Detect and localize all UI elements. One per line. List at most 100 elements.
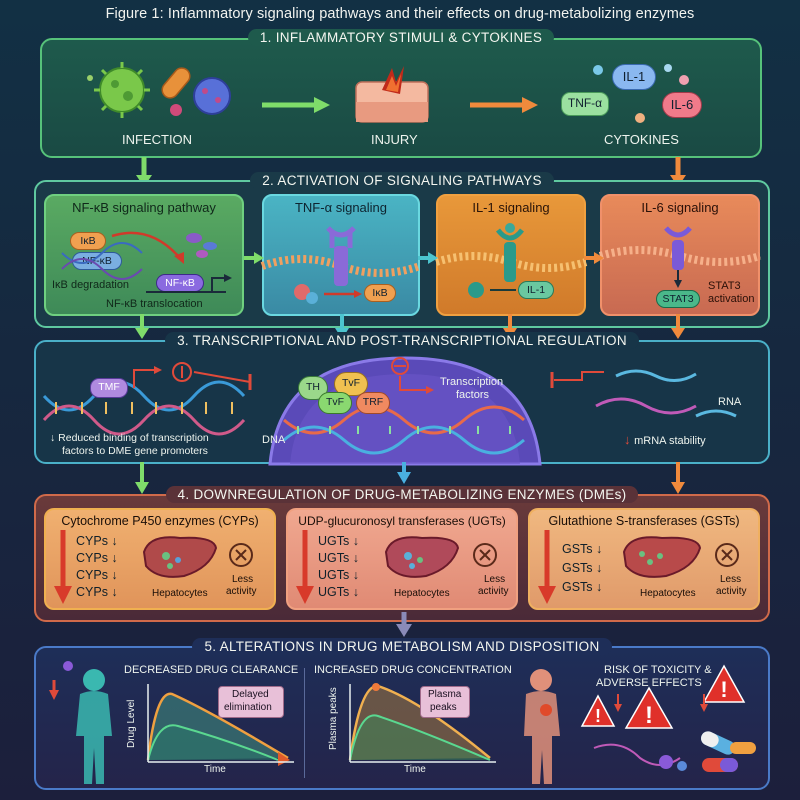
inhibition-icon bbox=[133, 362, 252, 390]
less-activity-line2: activity bbox=[716, 586, 747, 597]
cyp-row: CYPs ↓ bbox=[76, 585, 118, 599]
cancel-circle-icon bbox=[715, 543, 739, 567]
inhibition-icon bbox=[391, 357, 434, 394]
cancel-circle-icon bbox=[473, 543, 497, 567]
cytokines-label: CYTOKINES bbox=[604, 132, 679, 147]
plasma-peaks-box bbox=[420, 686, 470, 718]
liver-icon bbox=[142, 536, 218, 578]
il6-panel-title: IL-6 signaling bbox=[641, 200, 719, 215]
arrow-down-icon bbox=[671, 462, 685, 494]
transcription-factors-line1: Transcription bbox=[440, 376, 504, 388]
less-activity-line1: Less bbox=[232, 574, 254, 585]
figure-title: Figure 1: Inflammatory signaling pathway… bbox=[105, 6, 695, 22]
ugt-row: UGTs ↓ bbox=[318, 585, 359, 599]
liver-icon bbox=[622, 536, 702, 578]
cytokine-il1: IL-1 bbox=[612, 64, 656, 90]
cyp-panel-title: Cytochrome P450 enzymes (CYPs) bbox=[61, 514, 259, 528]
tnf-ikb-pill: IκB bbox=[364, 284, 396, 302]
nfkb-translocation-label: NF-κB translocation bbox=[106, 298, 203, 310]
receptor-icon bbox=[434, 223, 588, 298]
less-activity-line1: Less bbox=[484, 574, 506, 585]
arrow-down-icon bbox=[135, 314, 149, 339]
stat3-pill: STAT3 bbox=[656, 290, 700, 308]
receptor-icon bbox=[598, 226, 762, 288]
delayed-elimination-box bbox=[218, 686, 284, 718]
decreased-clearance-label: DECREASED DRUG CLEARANCE bbox=[124, 664, 299, 676]
dna-helix-icon bbox=[61, 242, 143, 280]
stat3-activation-line1: STAT3 bbox=[708, 280, 741, 292]
injury-skin-icon bbox=[355, 66, 429, 123]
plasma-axis-label: Plasma peaks bbox=[328, 687, 339, 750]
cytokine-dots-icon bbox=[593, 64, 689, 123]
big-down-arrow-icon bbox=[54, 530, 72, 604]
arrow-down-icon bbox=[135, 462, 149, 494]
warning-icon: ! bbox=[580, 694, 616, 727]
down-arrows-icon bbox=[614, 694, 708, 712]
rna-label: RNA bbox=[718, 396, 742, 408]
dna-label: DNA bbox=[262, 434, 286, 446]
tnf-panel-title: TNF-α signaling bbox=[294, 200, 388, 215]
tmf-pill: TMF bbox=[90, 378, 128, 398]
less-activity-line2: activity bbox=[226, 586, 257, 597]
time-axis-label-1: Time bbox=[204, 764, 226, 775]
time-axis-label-2: Time bbox=[404, 764, 426, 775]
cyp-row: CYPs ↓ bbox=[76, 551, 118, 565]
gst-row: GSTs ↓ bbox=[562, 580, 603, 594]
hepatocytes-label: Hepatocytes bbox=[152, 588, 208, 599]
dna-helix-icon bbox=[42, 380, 246, 436]
receptor-icon bbox=[260, 226, 422, 304]
pills-icon bbox=[593, 731, 756, 772]
ikb-pill: IκB bbox=[70, 232, 106, 250]
svg-text:!: ! bbox=[720, 677, 727, 702]
cancel-circle-icon bbox=[229, 543, 253, 567]
stat3-activation-line2: activation bbox=[708, 293, 755, 305]
il1-pill: IL-1 bbox=[518, 281, 554, 299]
section4-title: 4. DOWNREGULATION OF DRUG-METABOLIZING E… bbox=[165, 486, 639, 503]
delayed-line1: Delayed bbox=[232, 689, 269, 700]
inhibition-icon bbox=[550, 371, 604, 388]
arrow-right-icon bbox=[470, 97, 538, 113]
svg-text:!: ! bbox=[595, 706, 601, 726]
il1-panel-title: IL-1 signaling bbox=[472, 200, 550, 215]
promoter-arrow-icon bbox=[146, 274, 232, 293]
concentration-curve-chart bbox=[348, 683, 496, 763]
down-arrow-icon: ↓ bbox=[624, 432, 635, 447]
nfkb-pill: NF-κB bbox=[72, 252, 122, 270]
nfkb-panel-title: NF-κB signaling pathway bbox=[72, 200, 216, 215]
translocation-arrow-icon bbox=[111, 231, 217, 264]
injury-label: INJURY bbox=[371, 132, 418, 147]
arrow-down-icon bbox=[671, 314, 685, 339]
human-figure-icon bbox=[524, 669, 560, 784]
gst-panel-title: Glutathione S-transferases (GSTs) bbox=[548, 514, 740, 528]
nfkb-translocated-pill: NF-κB bbox=[156, 274, 204, 292]
section1-title: 1. INFLAMMATORY STIMULI & CYTOKINES bbox=[247, 29, 555, 46]
reduced-binding-line2: factors to DME gene promoters bbox=[62, 445, 208, 457]
section-inflammatory-stimuli: 1. INFLAMMATORY STIMULI & CYTOKINES bbox=[40, 29, 762, 158]
section5-title: 5. ALTERATIONS IN DRUG METABOLISM AND DI… bbox=[192, 638, 612, 655]
arrow-down-icon bbox=[397, 462, 411, 484]
ugt-panel-title: UDP-glucuronosyl transferases (UGTs) bbox=[298, 514, 506, 528]
human-figure-icon bbox=[49, 661, 112, 784]
cytokine-tnf: TNF-α bbox=[561, 92, 609, 116]
increased-concentration-label: INCREASED DRUG CONCENTRATION bbox=[314, 664, 512, 676]
ugt-row: UGTs ↓ bbox=[318, 568, 359, 582]
gst-row: GSTs ↓ bbox=[562, 561, 603, 575]
arrow-right-icon bbox=[418, 252, 438, 264]
rna-strands-icon bbox=[595, 369, 737, 418]
gst-row: GSTs ↓ bbox=[562, 542, 603, 556]
ugt-row: UGTs ↓ bbox=[318, 534, 359, 548]
plasma-line1: Plasma bbox=[428, 689, 462, 700]
mrna-stability-text: mRNA stability bbox=[634, 435, 706, 447]
arrow-right-icon bbox=[262, 97, 330, 113]
dna-helix-icon bbox=[283, 405, 525, 455]
cyp-row: CYPs ↓ bbox=[76, 568, 118, 582]
arrow-right-icon bbox=[584, 252, 604, 264]
delayed-line2: elimination bbox=[224, 702, 272, 713]
tf-trf: TRF bbox=[356, 392, 390, 414]
plasma-line2: peaks bbox=[430, 702, 457, 713]
big-down-arrow-icon bbox=[538, 530, 556, 604]
ugt-row: UGTs ↓ bbox=[318, 551, 359, 565]
section2-title: 2. ACTIVATION OF SIGNALING PATHWAYS bbox=[250, 172, 554, 189]
transcription-factors-line2: factors bbox=[456, 389, 490, 401]
warning-icon: ! bbox=[624, 686, 674, 729]
